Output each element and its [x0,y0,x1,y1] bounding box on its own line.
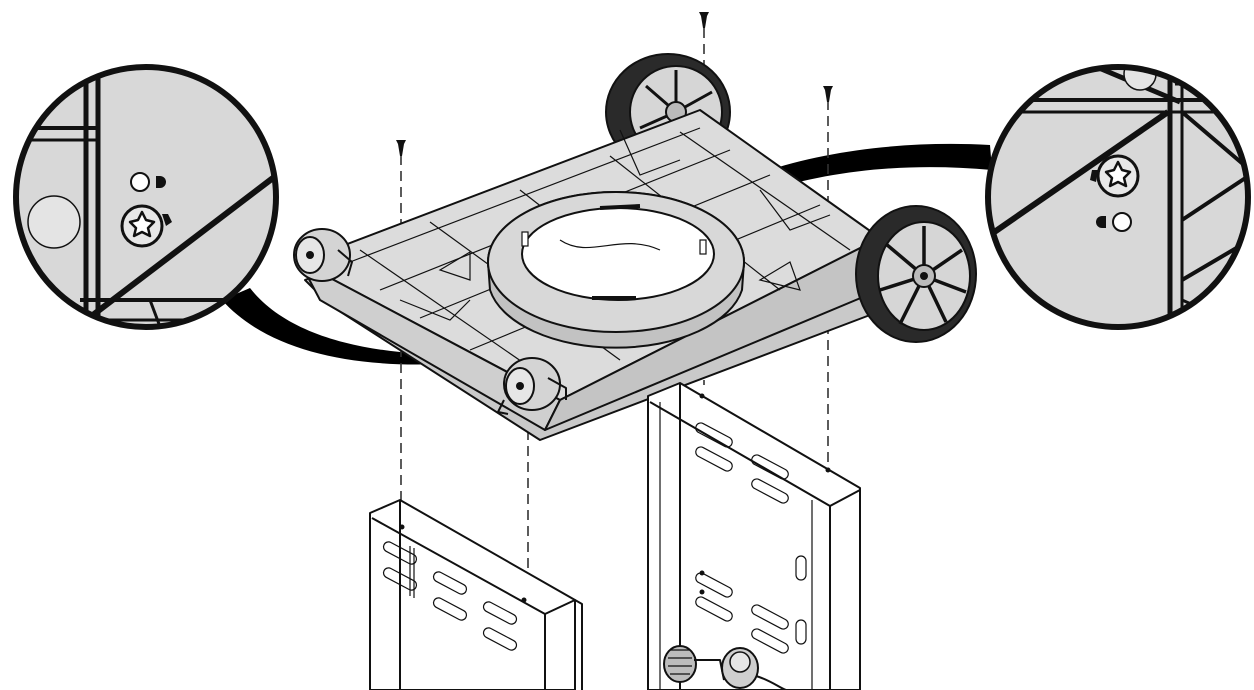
right-wheel [855,205,977,343]
left-caster-front [497,357,567,415]
grill-cart-base [299,109,881,441]
regulator-valve [663,645,787,690]
screw-boss-icon [1090,154,1140,198]
screw-icon [396,140,406,156]
left-detail-zoom [13,64,279,330]
screw-icon [823,86,833,102]
left-caster-rear [293,228,353,282]
left-callout-band [222,288,510,365]
right-detail-zoom [985,64,1251,330]
right-side-panel [647,382,861,690]
screw-boss-icon [120,204,172,248]
right-callout-band [722,143,992,200]
left-side-panel [369,499,583,690]
screw-icon [699,12,709,28]
